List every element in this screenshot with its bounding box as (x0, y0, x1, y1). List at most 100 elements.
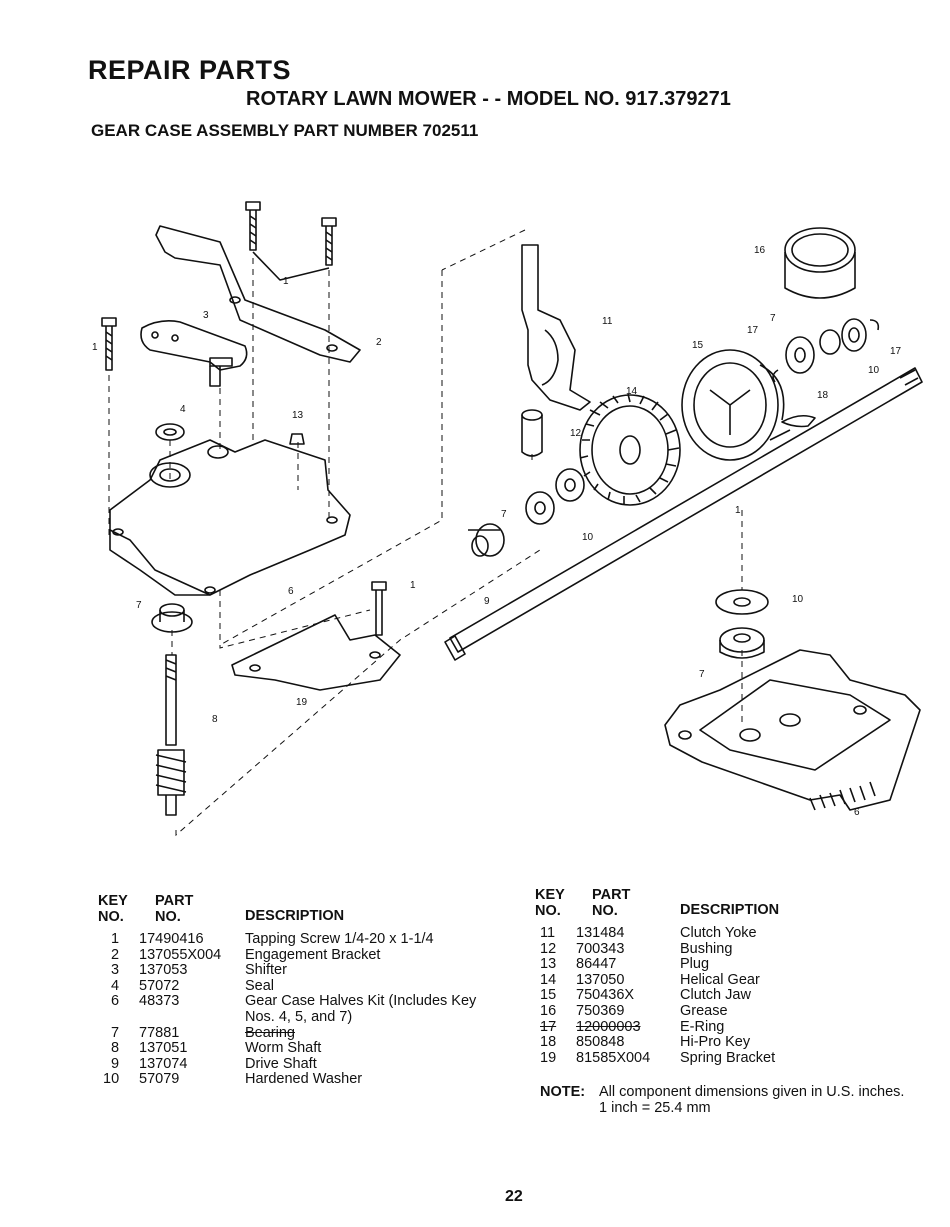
callout-10b: 10 (582, 532, 594, 543)
callout-7c: 7 (501, 509, 507, 520)
key-no: 16 (540, 1002, 557, 1019)
callout-11: 11 (602, 316, 613, 327)
engagement-bracket-drawing (155, 225, 361, 363)
parts-row: 15 750436X Clutch Jaw (535, 988, 935, 1004)
key-no: 19 (540, 1049, 557, 1066)
callout-6b: 6 (854, 807, 860, 818)
parts-row: 9 137074 Drive Shaft (98, 1055, 518, 1073)
key-header-line1: KEY (535, 887, 565, 903)
description-header: DESCRIPTION (680, 902, 780, 918)
callout-15: 15 (692, 340, 704, 351)
note-line2: 1 inch = 25.4 mm (599, 1100, 711, 1116)
gear-case-lower-drawing (664, 649, 921, 811)
description: Plug (680, 956, 710, 973)
callout-2: 2 (376, 337, 382, 348)
clutch-jaw-drawing (681, 349, 785, 461)
key-no: 6 (111, 993, 120, 1010)
callout-1a: 1 (283, 276, 289, 287)
description: Worm Shaft (245, 1040, 322, 1057)
spring-bracket-drawing (231, 581, 401, 691)
callout-9: 9 (484, 596, 490, 607)
key-header-line1: KEY (98, 893, 128, 909)
parts-rows-left: 1 17490416 Tapping Screw 1/4-20 x 1-1/4 … (98, 931, 518, 1088)
description: Bearing (245, 1024, 295, 1041)
description: Hi-Pro Key (680, 1034, 751, 1051)
callout-17a: 17 (747, 325, 759, 336)
part-header-line1: PART (155, 893, 194, 909)
key-no: 17 (540, 1018, 557, 1035)
parts-row: 6 48373 Gear Case Halves Kit (Includes K… (98, 994, 518, 1010)
key-no: 3 (111, 962, 120, 979)
parts-row: 13 86447 Plug (535, 957, 935, 973)
description: Clutch Jaw (680, 987, 751, 1004)
callout-13: 13 (292, 410, 304, 421)
parts-row: 1 17490416 Tapping Screw 1/4-20 x 1-1/4 (98, 931, 518, 948)
part-no: 81585X004 (576, 1049, 651, 1066)
key-no: 18 (540, 1034, 557, 1051)
note-line1: All component dimensions given in U.S. i… (599, 1084, 905, 1100)
part-no: 850848 (576, 1034, 625, 1051)
part-no: 131484 (576, 925, 625, 941)
callout-1b: 1 (92, 342, 98, 353)
part-no: 137050 (576, 971, 625, 988)
part-header-line2: NO. (155, 909, 181, 925)
callout-7a: 7 (136, 600, 142, 611)
key-no: 4 (111, 977, 120, 994)
key-no-header: KEY NO. (98, 893, 128, 925)
callout-10c: 10 (792, 594, 804, 605)
left-screw-drawing (101, 317, 117, 371)
parts-row: 16 750369 Grease (535, 1002, 935, 1020)
parts-row: 10 57079 Hardened Washer (98, 1072, 518, 1088)
callout-1d: 1 (735, 505, 741, 516)
part-no: 86447 (576, 956, 617, 973)
key-header-line2: NO. (535, 903, 561, 919)
part-no: 137053 (139, 962, 188, 979)
callout-14: 14 (626, 386, 638, 397)
page-number: 22 (505, 1188, 523, 1205)
key-no: 1 (111, 931, 120, 947)
callout-18: 18 (817, 390, 829, 401)
grease-cup-drawing (784, 227, 856, 299)
key-no: 9 (111, 1055, 120, 1072)
shifter-drawing (140, 320, 248, 387)
parts-row: 8 137051 Worm Shaft (98, 1041, 518, 1057)
key-no: 12 (540, 940, 557, 957)
key-no: 14 (540, 971, 557, 988)
callout-6a: 6 (288, 586, 294, 597)
parts-row: 7 77881 Bearing (98, 1024, 518, 1042)
parts-row: 4 57072 Seal (98, 977, 518, 995)
key-no: 13 (540, 956, 557, 973)
key-header-line2: NO. (98, 909, 124, 925)
callout-19: 19 (296, 697, 308, 708)
part-no: 57072 (139, 977, 180, 994)
key-no: 15 (540, 987, 557, 1004)
description: Engagement Bracket (245, 946, 381, 963)
part-no: 750436X (576, 987, 635, 1004)
model-subtitle: ROTARY LAWN MOWER - - MODEL NO. 917.3792… (246, 88, 731, 110)
part-no: 12000003 (576, 1018, 641, 1035)
gear-case-upper-drawing (109, 439, 351, 596)
parts-row: 19 81585X004 Spring Bracket (535, 1049, 935, 1067)
callout-1c: 1 (410, 580, 416, 591)
parts-row: 14 137050 Helical Gear (535, 971, 935, 989)
description: Helical Gear (680, 971, 760, 988)
parts-row: 12 700343 Bushing (535, 940, 935, 958)
part-no: 137074 (139, 1055, 188, 1072)
part-no-header: PART NO. (155, 893, 193, 925)
parts-row: 3 137053 Shifter (98, 963, 518, 979)
callout-7d: 7 (699, 669, 705, 680)
description: Gear Case Halves Kit (Includes Key (245, 993, 477, 1010)
parts-row: 11 131484 Clutch Yoke (535, 925, 935, 942)
callout-3: 3 (203, 310, 209, 321)
callout-12: 12 (570, 428, 582, 439)
parts-rows-right: 11 131484 Clutch Yoke 12 700343 Bushing … (535, 925, 935, 1067)
description: Clutch Yoke (680, 925, 757, 941)
part-no: 48373 (139, 993, 180, 1010)
callout-7b: 7 (770, 313, 776, 324)
description: Hardened Washer (245, 1071, 363, 1088)
part-no-header: PART NO. (592, 887, 630, 919)
callout-4: 4 (180, 404, 186, 415)
description: Shifter (245, 962, 287, 979)
callout-17b: 17 (890, 346, 902, 357)
